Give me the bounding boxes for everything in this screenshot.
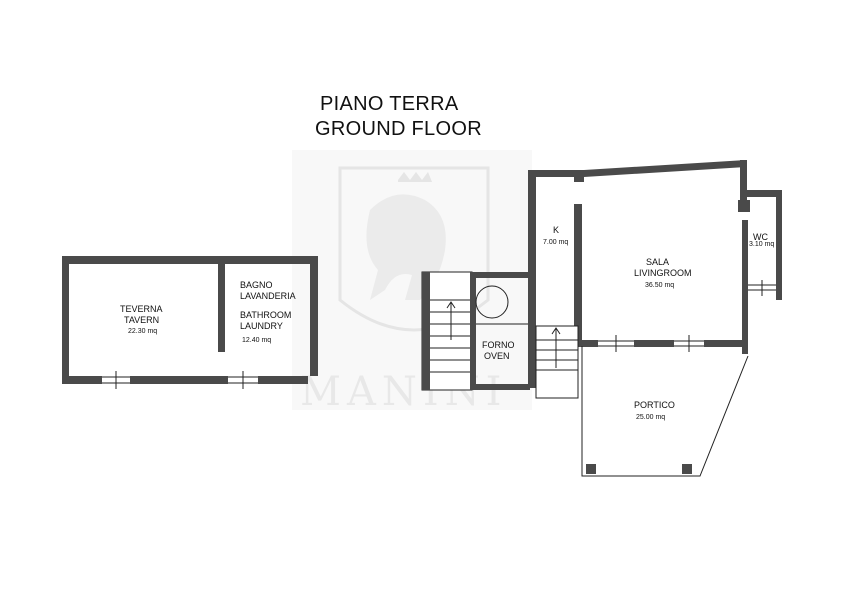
watermark-text: MANINI	[300, 369, 507, 415]
tavern-label-en: TAVERN	[124, 315, 159, 325]
tavern-area: 22.30 mq	[128, 328, 157, 335]
portico-label: PORTICO	[634, 400, 675, 410]
portico-column-icon	[682, 464, 692, 474]
bathroom-label-it-1: BAGNO	[240, 280, 273, 290]
kitchen-label: K	[553, 225, 559, 235]
wc-label: WC	[753, 232, 768, 242]
livingroom-area: 36.50 mq	[645, 282, 674, 289]
oven-room	[470, 272, 530, 390]
watermark: MANINI	[292, 150, 532, 415]
tavern-window-icon	[102, 371, 130, 389]
portico-column-icon	[586, 464, 596, 474]
livingroom-window-icon	[598, 335, 704, 352]
bathroom-area: 12.40 mq	[242, 337, 271, 344]
bathroom-label-it-2: LAVANDERIA	[240, 291, 296, 301]
kitchen-area: 7.00 mq	[543, 239, 568, 246]
livingroom-label-en: LIVINGROOM	[634, 268, 692, 278]
watermark-shield-icon	[338, 166, 490, 332]
wc-area: 3.10 mq	[749, 241, 774, 248]
tavern-label-it: TEVERNA	[120, 304, 163, 314]
bathroom-label-en-1: BATHROOM	[240, 310, 291, 320]
wc-window-icon	[748, 280, 776, 296]
plan-title-italian: PIANO TERRA	[320, 93, 459, 115]
stairs-up-arrow-icon	[446, 301, 456, 309]
portico	[581, 346, 749, 477]
oven-label-it: FORNO	[482, 340, 515, 350]
central-stairs	[421, 271, 473, 391]
oven-icon	[475, 285, 509, 319]
oven-label-en: OVEN	[484, 351, 510, 361]
kitchen-stairs-arrow-icon	[551, 327, 561, 335]
portico-area: 25.00 mq	[636, 414, 665, 421]
laundry-window-icon	[228, 371, 258, 389]
bathroom-label-en-2: LAUNDRY	[240, 321, 283, 331]
east-block	[528, 160, 782, 399]
plan-title-english: GROUND FLOOR	[315, 118, 482, 140]
west-block	[62, 256, 318, 389]
watermark-crown-icon	[398, 172, 432, 182]
livingroom-label-it: SALA	[646, 257, 669, 267]
